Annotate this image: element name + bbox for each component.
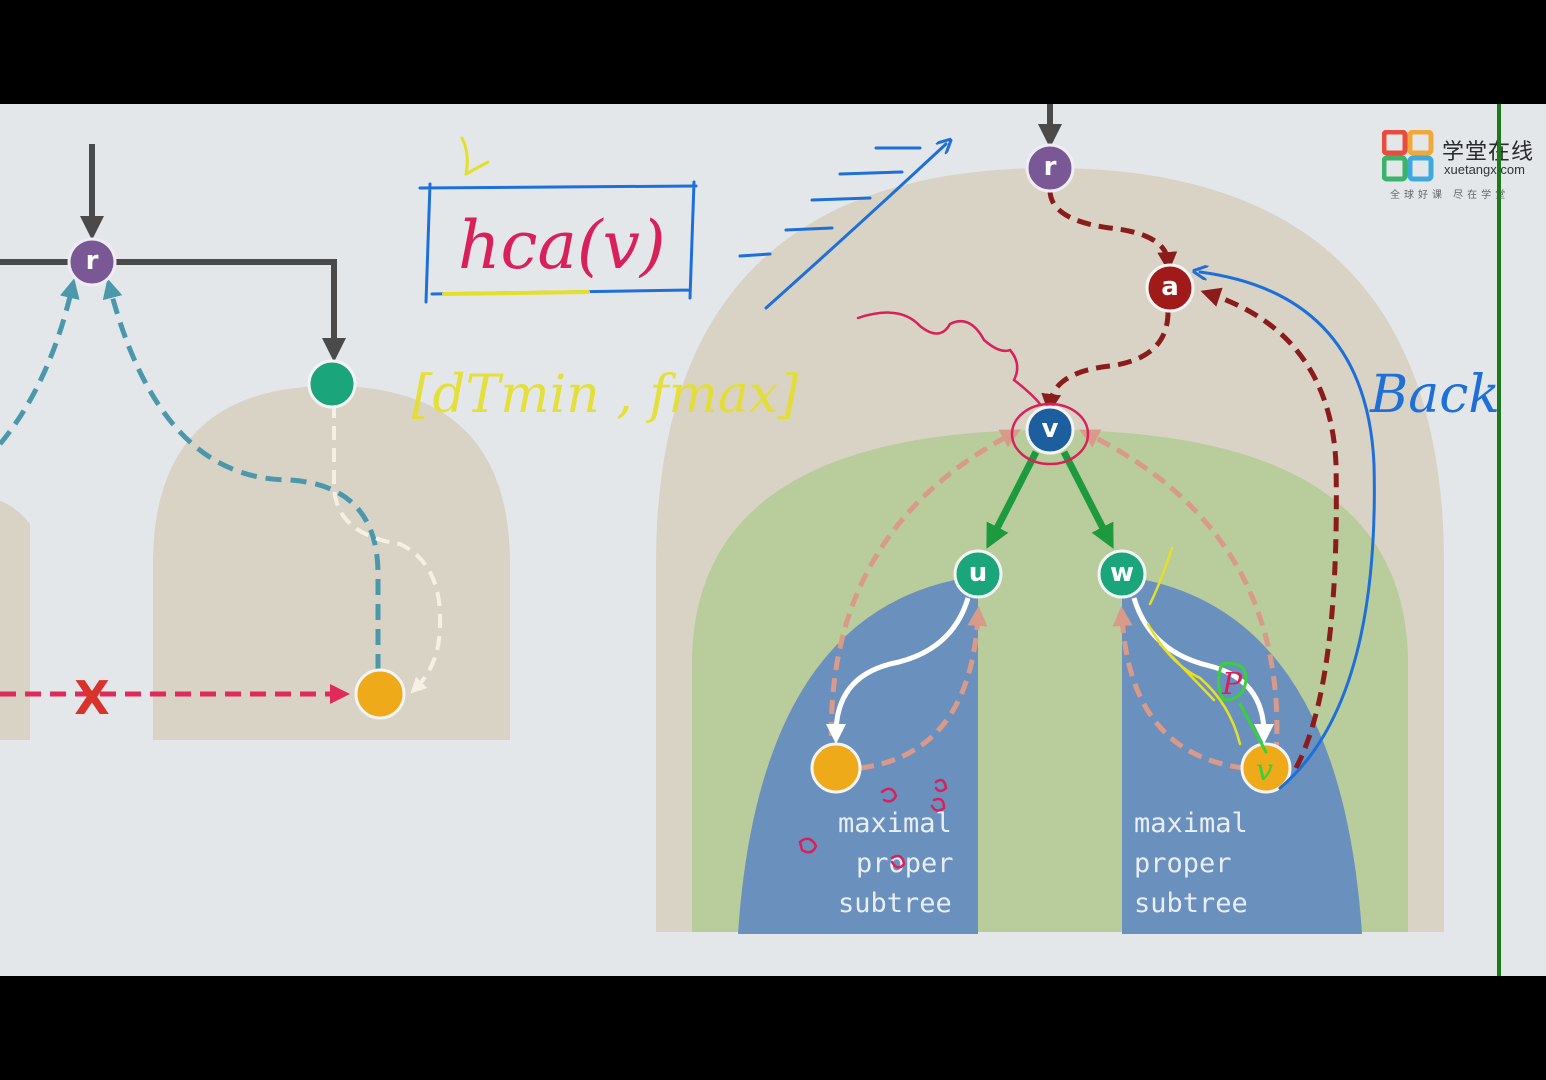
left-subtree-u — [738, 576, 978, 934]
edge-v-to-w — [1060, 450, 1114, 549]
left-green-node — [307, 359, 357, 409]
node-u-label: u — [969, 558, 988, 588]
pink-path-right-outer — [1079, 429, 1280, 757]
formula-box — [418, 180, 698, 304]
pink-path-left-inner — [859, 606, 988, 771]
tree-diagram: X r — [0, 104, 1500, 934]
pink-squiggle — [856, 311, 1042, 406]
logo-slogan: 全球好课 尽在学堂 — [1390, 190, 1510, 201]
left-orange-leaf — [354, 668, 406, 720]
bracket-note: [dTmin , fmax] — [412, 365, 799, 425]
right-subtree-line-1: maximal — [1134, 808, 1248, 839]
edge-v-to-u — [986, 450, 1040, 549]
speed-lines — [738, 146, 922, 258]
left-white-dfs-path — [332, 404, 443, 694]
node-u: u — [953, 549, 1003, 599]
left-tree-edge-right — [114, 259, 346, 362]
node-w: w — [1097, 549, 1147, 599]
node-v: v — [1025, 405, 1075, 455]
node-r-label: r — [1044, 152, 1057, 182]
left-teal-path-2 — [102, 278, 381, 670]
left-teal-path-1 — [0, 278, 80, 446]
formula-tick — [460, 136, 490, 176]
left-subtree-line-1: maximal — [838, 808, 952, 839]
green-trace — [1217, 661, 1268, 754]
logo-icon — [1382, 130, 1434, 182]
node-r: r — [1025, 143, 1075, 193]
logo-name: 学堂在线 — [1442, 140, 1535, 165]
left-subtree-region — [153, 386, 510, 740]
blocked-x-mark: X — [74, 671, 109, 725]
yellow-trace — [1146, 546, 1242, 746]
right-subtree-line-2: proper — [1134, 848, 1232, 879]
back-note: Back — [1369, 365, 1500, 425]
lecture-slide: X r — [0, 104, 1546, 976]
blue-arrow-up — [764, 144, 946, 310]
left-root-label: r — [86, 246, 99, 276]
logo-domain: xuetangx.com — [1444, 162, 1525, 177]
leaf-note: v — [1256, 753, 1273, 788]
slide-edge-line — [1497, 104, 1501, 976]
white-path-w-to-leaf — [1131, 597, 1274, 744]
right-diagram: r a v u w maximal proper subt — [656, 104, 1444, 934]
left-diagram: X r — [0, 144, 510, 740]
node-a: a — [1145, 263, 1195, 313]
right-subtree-line-3: subtree — [1134, 888, 1248, 919]
node-a-label: a — [1161, 272, 1179, 302]
pink-scribbles — [798, 778, 948, 869]
v-circle-mark — [1010, 402, 1090, 466]
path-r-to-a — [1047, 189, 1178, 272]
back-arrow — [1200, 272, 1376, 790]
path-a-to-v — [1041, 311, 1171, 414]
pink-path-right-inner — [1112, 606, 1245, 771]
formula-underline — [442, 290, 590, 296]
path-leaf-to-a — [1200, 287, 1339, 770]
leaf-right — [1240, 742, 1292, 794]
p-note: P — [1221, 667, 1243, 702]
node-w-label: w — [1110, 558, 1134, 588]
pink-path-left-outer — [828, 429, 1021, 759]
left-subtree-line-3: subtree — [838, 888, 952, 919]
formula-text: hca(v) — [458, 207, 666, 284]
white-path-u-to-leaf — [826, 597, 971, 744]
left-partial-region — [0, 501, 30, 740]
left-root-node: r — [67, 237, 117, 287]
brand-logo: 学堂在线 xuetangx.com 全球好课 尽在学堂 — [1382, 130, 1546, 210]
node-v-label: v — [1042, 414, 1059, 444]
leaf-left — [810, 742, 862, 794]
ink-annotations: hca(v) [dTmin , fmax] Back P v — [412, 136, 1500, 869]
